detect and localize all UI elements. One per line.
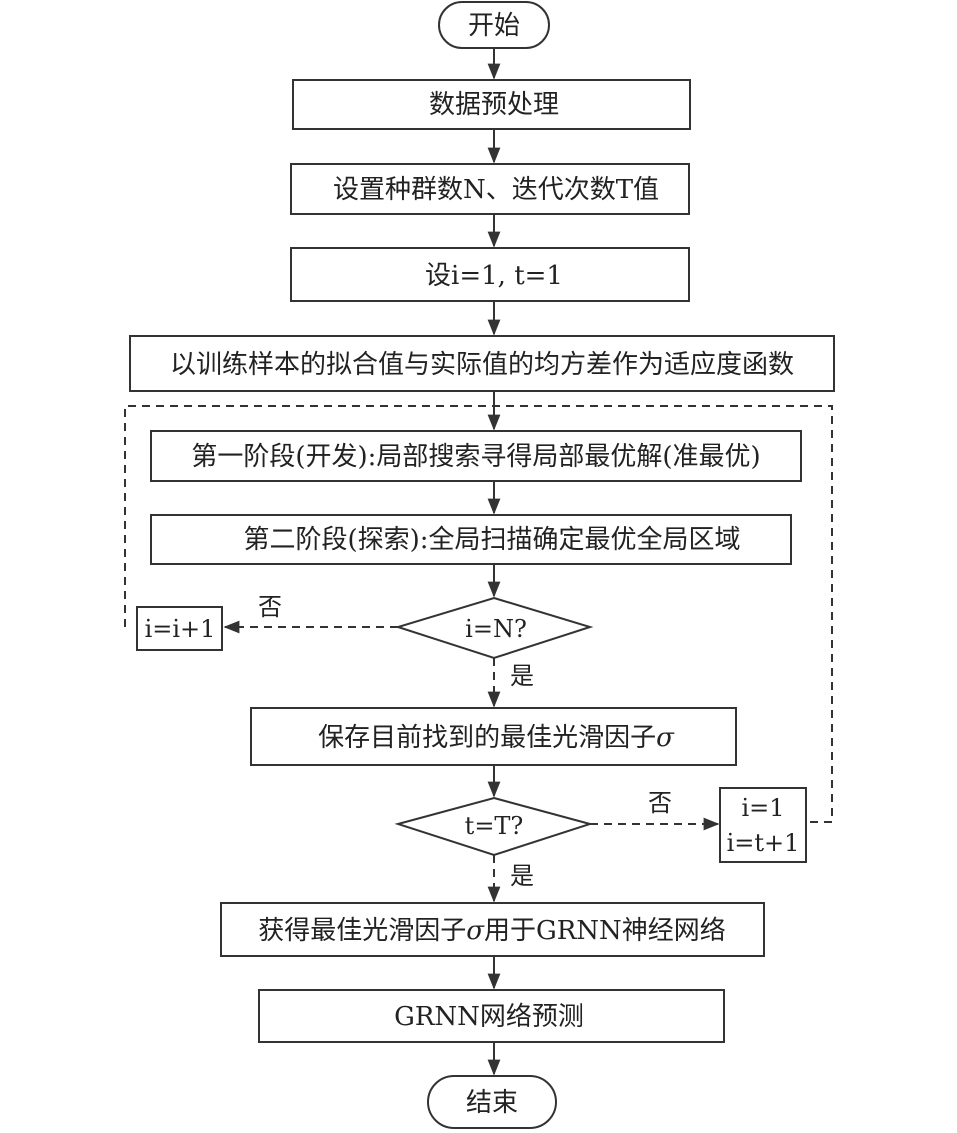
inc-i-box: i=i+1 — [136, 606, 223, 651]
set-params-box: 设置种群数N、迭代次数T值 — [290, 163, 690, 215]
save-sigma: σ — [656, 723, 675, 753]
init-label: 设i=1, t=1 — [425, 261, 563, 291]
stage1-label: 第一阶段(开发):局部搜索寻得局部最优解(准最优) — [191, 442, 760, 472]
yes-t-label: 是 — [510, 862, 534, 890]
decision-i: i=N? — [394, 596, 594, 660]
end-terminal: 结束 — [427, 1075, 557, 1129]
fitness-box: 以训练样本的拟合值与实际值的均方差作为适应度函数 — [129, 335, 835, 392]
stage1-box: 第一阶段(开发):局部搜索寻得局部最优解(准最优) — [150, 430, 802, 482]
decision-i-label: i=N? — [465, 615, 527, 643]
reset-i-label: i=1 — [741, 794, 784, 822]
no-t-label: 否 — [648, 789, 672, 817]
yes-i-label: 是 — [510, 662, 534, 690]
stage2-box: 第二阶段(探索):全局扫描确定最优全局区域 — [150, 514, 792, 565]
save-label: 保存目前找到的最佳光滑因子σ — [318, 723, 675, 753]
decision-t-label: t=T? — [465, 812, 524, 840]
apply-suffix: 用于GRNN神经网络 — [484, 916, 726, 946]
apply-box: 获得最佳光滑因子σ用于GRNN神经网络 — [220, 902, 765, 957]
decision-t: t=T? — [394, 796, 594, 857]
fitness-label: 以训练样本的拟合值与实际值的均方差作为适应度函数 — [170, 350, 794, 380]
save-box: 保存目前找到的最佳光滑因子σ — [250, 707, 737, 766]
start-terminal: 开始 — [438, 1, 550, 49]
preprocess-box: 数据预处理 — [292, 79, 691, 130]
predict-box: GRNN网络预测 — [258, 989, 725, 1043]
save-text: 保存目前找到的最佳光滑因子 — [318, 723, 656, 753]
apply-prefix: 获得最佳光滑因子 — [258, 916, 466, 946]
inc-i-label: i=i+1 — [145, 615, 216, 643]
apply-sigma: σ — [466, 916, 485, 946]
start-label: 开始 — [468, 11, 520, 41]
no-i-label: 否 — [258, 593, 282, 621]
set-params-label: 设置种群数N、迭代次数T值 — [333, 175, 659, 205]
preprocess-label: 数据预处理 — [429, 90, 559, 120]
end-label: 结束 — [466, 1088, 518, 1118]
reset-box: i=1 i=t+1 — [719, 787, 807, 863]
loop-top-line — [124, 405, 833, 823]
stage2-label: 第二阶段(探索):全局扫描确定最优全局区域 — [243, 525, 740, 555]
inc-t-label: i=t+1 — [727, 829, 800, 857]
apply-label: 获得最佳光滑因子σ用于GRNN神经网络 — [258, 916, 726, 946]
predict-label: GRNN网络预测 — [394, 1002, 584, 1032]
init-box: 设i=1, t=1 — [290, 247, 690, 302]
